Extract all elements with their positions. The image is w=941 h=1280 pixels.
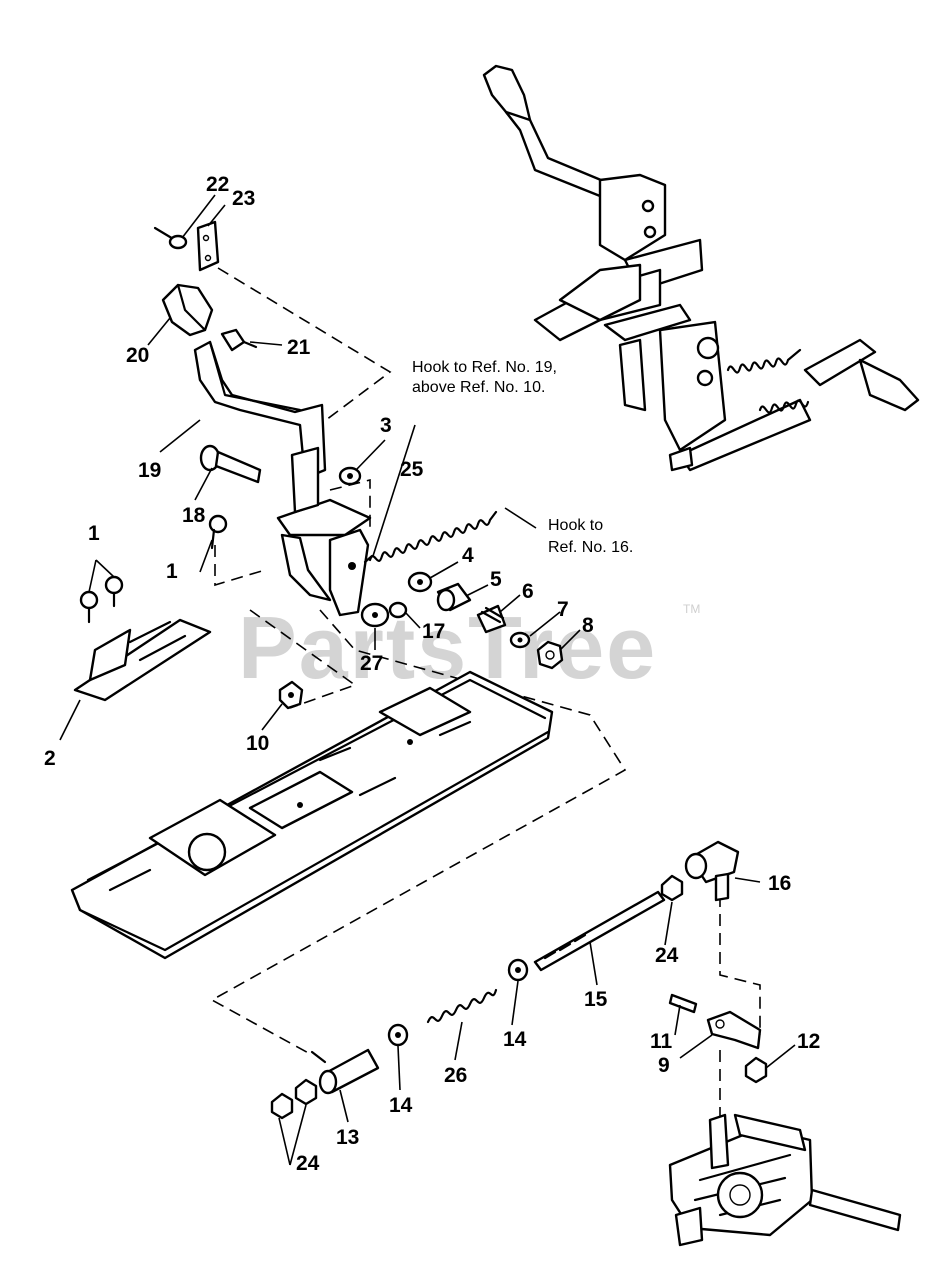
part-21-bolt [220, 328, 258, 352]
callout-24-left: 24 [296, 1152, 320, 1175]
part-24-nuts [270, 1078, 318, 1120]
note-hook-19-line2: above Ref. No. 10. [412, 379, 545, 396]
callout-27: 27 [360, 652, 383, 675]
part-17-bushing [388, 601, 408, 619]
part-3-washer [338, 466, 362, 486]
part-25-spring [363, 510, 498, 564]
assembled-view [482, 64, 920, 472]
part-8-nut [536, 640, 564, 670]
callout-24-right: 24 [655, 944, 679, 967]
part-13-ferrule [310, 1048, 380, 1095]
callout-14-right: 14 [503, 1028, 527, 1051]
callout-1-right: 1 [166, 560, 178, 583]
callout-9: 9 [658, 1054, 670, 1077]
part-14-washer-a [387, 1023, 409, 1047]
callout-12: 12 [797, 1030, 820, 1053]
part-27-washer [360, 602, 390, 628]
callout-7: 7 [557, 598, 569, 621]
part-4-washer [407, 571, 433, 593]
callout-4: 4 [462, 544, 474, 567]
part-18-bolt [199, 444, 262, 484]
part-11-pin [668, 993, 698, 1014]
part-24-nut [660, 874, 684, 902]
part-22-pin [153, 226, 188, 250]
watermark: PartsTree [238, 598, 657, 697]
part-2-bracket [73, 618, 212, 702]
part-12-nut [744, 1056, 768, 1084]
callout-20: 20 [126, 344, 149, 367]
part-5-spacer [436, 582, 472, 612]
callout-25: 25 [400, 458, 424, 481]
callout-labels: 22 23 20 21 19 18 3 25 1 1 4 5 6 7 8 17 … [44, 173, 820, 1175]
note-hook-16-line1: Hook to [548, 517, 603, 534]
part-9-arm [706, 1010, 762, 1050]
callout-16: 16 [768, 872, 791, 895]
trademark: TM [683, 602, 700, 616]
part-1-bolts [79, 575, 124, 624]
control-bracket [276, 446, 372, 617]
callout-2: 2 [44, 747, 56, 770]
part-20-bracket [161, 283, 214, 337]
callout-3: 3 [380, 414, 392, 437]
callout-18: 18 [182, 504, 206, 527]
part-19-lever [193, 340, 327, 480]
callout-1-left: 1 [88, 522, 100, 545]
callout-13: 13 [336, 1126, 359, 1149]
leader-lines [59, 194, 796, 1166]
notes: Hook to Ref. No. 19, above Ref. No. 10. … [412, 359, 633, 556]
callout-14-left: 14 [389, 1094, 413, 1117]
assembly-lines [210, 267, 761, 1120]
part-6-spring [476, 604, 507, 634]
part-23-plate [196, 220, 220, 272]
callout-17: 17 [422, 620, 445, 643]
callout-19: 19 [138, 459, 161, 482]
callout-10: 10 [246, 732, 269, 755]
callout-23: 23 [232, 187, 255, 210]
part-15-rod [533, 890, 666, 972]
callout-26: 26 [444, 1064, 467, 1087]
note-hook-19-line1: Hook to Ref. No. 19, [412, 359, 557, 376]
callout-21: 21 [287, 336, 311, 359]
part-26-spring [426, 988, 498, 1024]
part-7-washer [509, 631, 531, 649]
callout-15: 15 [584, 988, 608, 1011]
part-10-nut [278, 680, 304, 710]
part-14-washer-b [507, 958, 529, 982]
callout-5: 5 [490, 568, 502, 591]
note-hook-16-line2: Ref. No. 16. [548, 539, 633, 556]
frame [70, 670, 554, 960]
part-1-bolt [208, 514, 228, 550]
callout-22: 22 [206, 173, 229, 196]
callout-11: 11 [650, 1030, 673, 1053]
callout-6: 6 [522, 580, 534, 603]
transaxle [668, 1113, 902, 1247]
part-16-ball-joint [684, 840, 740, 902]
callout-8: 8 [582, 614, 594, 637]
